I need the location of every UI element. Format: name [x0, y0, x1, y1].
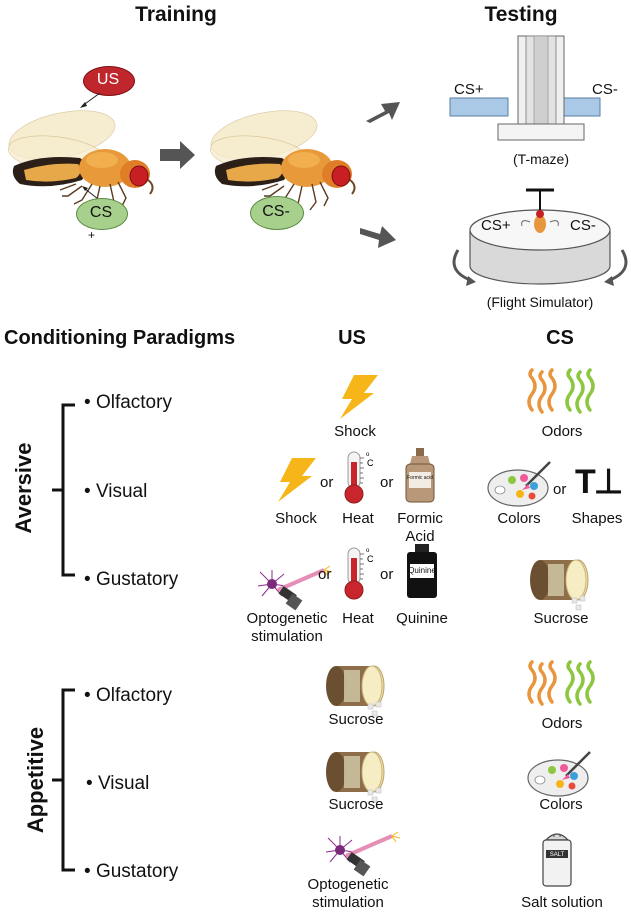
us-opto-line1: Optogenetic — [246, 610, 328, 627]
or-text: or — [318, 566, 332, 583]
flight-caption: (Flight Simulator) — [486, 294, 594, 310]
appetitive-visual-name: Visual — [97, 773, 150, 794]
salt-shaker-icon — [542, 833, 572, 887]
cs-odors-label: Odors — [541, 423, 583, 440]
flight-simulator-diagram — [452, 188, 628, 286]
sugar-jar-icon — [529, 559, 589, 611]
shapes-icon: T⊥ — [575, 463, 623, 501]
cs-colors-label: Colors — [497, 510, 541, 527]
cs-colors-label: Colors — [539, 796, 583, 813]
us-shock-label: Shock — [334, 423, 376, 440]
bullet: • — [86, 773, 93, 794]
us-heat-label: Heat — [342, 610, 374, 627]
bullet: • — [84, 685, 91, 706]
cs-plus-bubble — [76, 198, 128, 230]
quinine-bottle-icon — [407, 544, 437, 598]
bullet: • — [84, 861, 91, 882]
aversive-gustatory-label: • Gustatory — [84, 570, 178, 589]
us-opto-line2: stimulation — [312, 894, 384, 911]
appetitive-olfactory-name: Olfactory — [95, 685, 172, 706]
sugar-jar-icon — [325, 665, 385, 717]
salt-shaker-label: SALT — [549, 852, 565, 858]
cs-minus-bubble-label: CS- — [262, 203, 290, 220]
formic-acid-bottle-icon — [405, 448, 435, 503]
appetitive-visual-label: • Visual — [86, 774, 149, 793]
cs-header: CS — [546, 327, 574, 349]
or-text: or — [380, 474, 394, 491]
aversive-visual-name: Visual — [95, 481, 148, 502]
us-opto-line1: Optogenetic — [307, 876, 389, 893]
us-shock-label: Shock — [275, 510, 317, 527]
cs-sucrose-label: Sucrose — [533, 610, 589, 627]
us-formic-line1: Formic — [397, 510, 443, 527]
formic-bottle-label: Formic acid — [407, 475, 433, 481]
appetitive-olfactory-label: • Olfactory — [84, 686, 172, 705]
odors-icon — [527, 660, 595, 706]
cs-plus-sign: + — [88, 228, 96, 242]
or-text: or — [553, 481, 567, 498]
quinine-bottle-label: Quinine — [408, 566, 436, 575]
us-sucrose-label: Sucrose — [328, 711, 384, 728]
cs-shapes-label: Shapes — [571, 510, 623, 527]
us-bubble-label: US — [96, 71, 120, 88]
bullet: • — [84, 392, 91, 413]
tmaze-cs-minus: CS- — [592, 81, 618, 98]
arrows — [160, 102, 400, 248]
us-bubble — [83, 66, 135, 96]
testing-title: Testing — [484, 3, 558, 26]
appetitive-group-label: Appetitive — [23, 726, 48, 834]
or-text: or — [320, 474, 334, 491]
thermometer-icon — [344, 451, 375, 504]
aversive-olfactory-label: • Olfactory — [84, 393, 172, 412]
aversive-olfactory-name: Olfactory — [95, 392, 172, 413]
palette-icon — [526, 750, 592, 798]
shock-icon — [340, 375, 378, 419]
flight-cs-minus: CS- — [570, 217, 596, 234]
tmaze-caption: (T-maze) — [513, 151, 569, 167]
optogenetic-laser-icon — [324, 830, 402, 879]
flight-cs-plus: CS+ — [481, 217, 511, 234]
cs-plus-bubble-label: CS — [89, 204, 113, 221]
us-sucrose-label: Sucrose — [328, 796, 384, 813]
tmaze-cs-plus: CS+ — [454, 81, 484, 98]
tmaze-diagram — [449, 35, 601, 141]
aversive-visual-label: • Visual — [84, 482, 147, 501]
cs-salt-label: Salt solution — [521, 894, 603, 911]
us-opto-line2: stimulation — [251, 628, 323, 645]
shock-icon — [278, 458, 316, 502]
or-text: or — [380, 566, 394, 583]
paradigms-header: Conditioning Paradigms — [4, 327, 236, 349]
bullet: • — [84, 569, 91, 590]
training-pointer-lines — [80, 92, 101, 200]
thermometer-icon — [344, 547, 375, 600]
cs-minus-bubble — [250, 196, 304, 230]
aversive-gustatory-name: Gustatory — [95, 569, 179, 590]
appetitive-gustatory-label: • Gustatory — [84, 862, 178, 881]
us-formic-line2: Acid — [405, 528, 435, 545]
cs-odors-label: Odors — [541, 715, 583, 732]
us-heat-label: Heat — [342, 510, 374, 527]
us-quinine-label: Quinine — [396, 610, 448, 627]
bullet: • — [84, 481, 91, 502]
training-title: Training — [135, 3, 217, 26]
us-header: US — [338, 327, 366, 349]
appetitive-gustatory-name: Gustatory — [95, 861, 179, 882]
odors-icon — [527, 368, 595, 414]
palette-icon — [486, 460, 552, 508]
